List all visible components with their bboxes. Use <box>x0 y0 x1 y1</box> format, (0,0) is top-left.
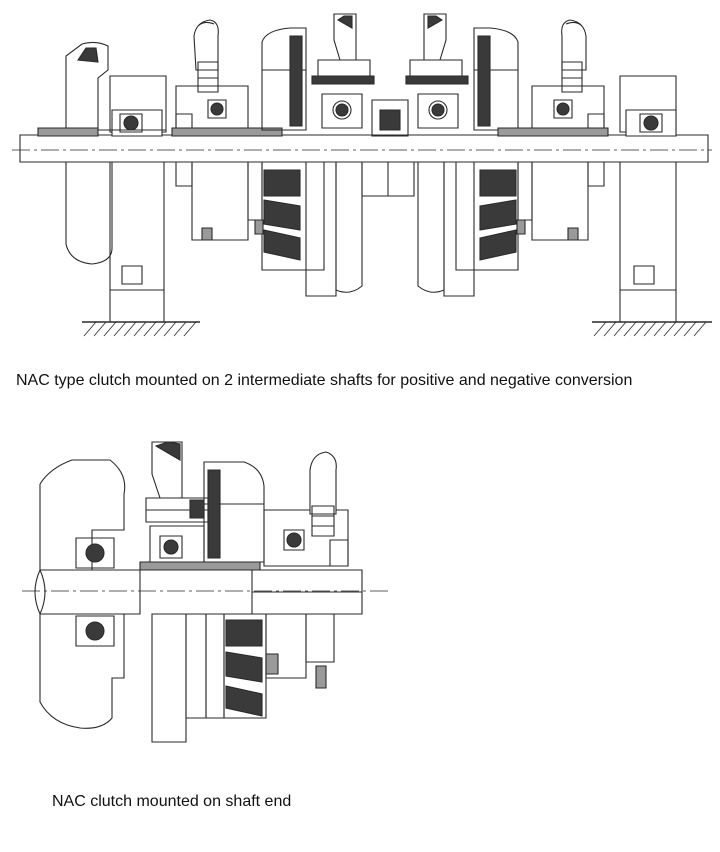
right-bearing-pedestal <box>620 76 676 322</box>
right-ground-hatch <box>592 322 712 336</box>
bearing-housing <box>40 460 125 728</box>
shaft <box>35 570 140 614</box>
top-figure-caption: NAC type clutch mounted on 2 intermediat… <box>16 372 633 389</box>
bottom-figure-caption: NAC clutch mounted on shaft end <box>52 793 292 810</box>
center-coupling <box>362 100 414 196</box>
left-clutch-unit <box>172 14 374 296</box>
shaft-end-clutch-drawing <box>0 430 720 770</box>
dual-clutch-drawing <box>0 0 720 360</box>
clutch-body <box>140 442 362 742</box>
right-clutch-unit <box>406 14 608 296</box>
left-bearing-pedestal <box>38 42 166 322</box>
left-ground-hatch <box>82 322 200 336</box>
main-shaft <box>20 135 708 162</box>
